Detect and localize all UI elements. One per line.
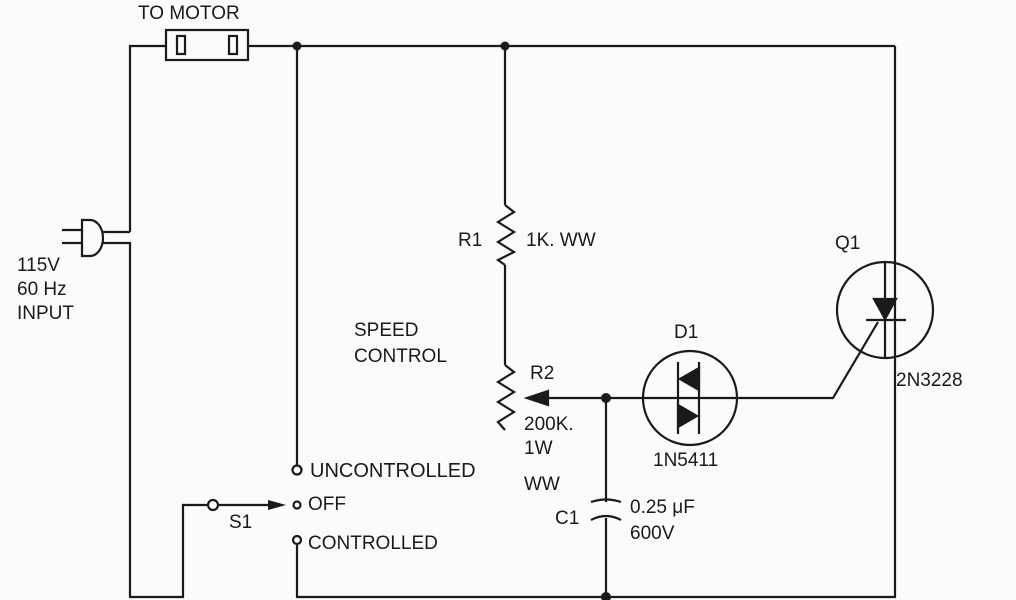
- motor-connector: [164, 28, 250, 62]
- wire-gate: [737, 321, 879, 400]
- r2-value-1: 200K.: [524, 414, 574, 435]
- q1-name: Q1: [835, 233, 861, 254]
- s1-switch[interactable]: [206, 498, 286, 512]
- motor-label: TO MOTOR: [138, 3, 240, 24]
- wire-left-top: [128, 44, 166, 232]
- input-label: INPUT: [17, 303, 74, 324]
- r1-name: R1: [458, 230, 483, 251]
- input-frequency-label: 60 Hz: [17, 279, 67, 300]
- c1-value-2: 600V: [630, 523, 675, 544]
- input-voltage-label: 115V: [17, 255, 60, 276]
- c1-name: C1: [555, 508, 580, 529]
- wire-left-bottom: [103, 241, 209, 599]
- speed-control-label-2: CONTROL: [354, 346, 447, 367]
- d1-part: 1N5411: [653, 450, 719, 471]
- r2-value-2: 1W: [524, 438, 553, 459]
- s1-name: S1: [229, 512, 253, 533]
- r1-value: 1K. WW: [526, 230, 596, 251]
- d1-name: D1: [674, 322, 699, 343]
- junction-dots: [292, 41, 611, 600]
- terminal-controlled[interactable]: [291, 534, 303, 546]
- r1-resistor: [495, 204, 517, 266]
- terminal-off[interactable]: [292, 500, 302, 510]
- speed-control-label-1: SPEED: [354, 320, 419, 341]
- q1-scr: [835, 260, 935, 360]
- switch-position-uncontrolled: UNCONTROLLED: [310, 460, 476, 482]
- wires: [103, 44, 897, 599]
- c1-capacitor: [590, 498, 622, 521]
- r2-name: R2: [530, 363, 555, 384]
- r2-value-3: WW: [524, 474, 560, 495]
- wire-return: [295, 46, 897, 599]
- switch-position-off: OFF: [308, 494, 346, 515]
- q1-part: 2N3228: [896, 370, 963, 391]
- d1-diac: [641, 349, 739, 447]
- plug-icon: [62, 218, 105, 258]
- r2-potentiometer[interactable]: [495, 364, 517, 431]
- switch-position-controlled: CONTROLLED: [308, 533, 438, 554]
- wiper-arrow-icon: [523, 389, 550, 407]
- c1-value-1: 0.25 μF: [630, 497, 695, 518]
- terminal-uncontrolled[interactable]: [291, 464, 303, 476]
